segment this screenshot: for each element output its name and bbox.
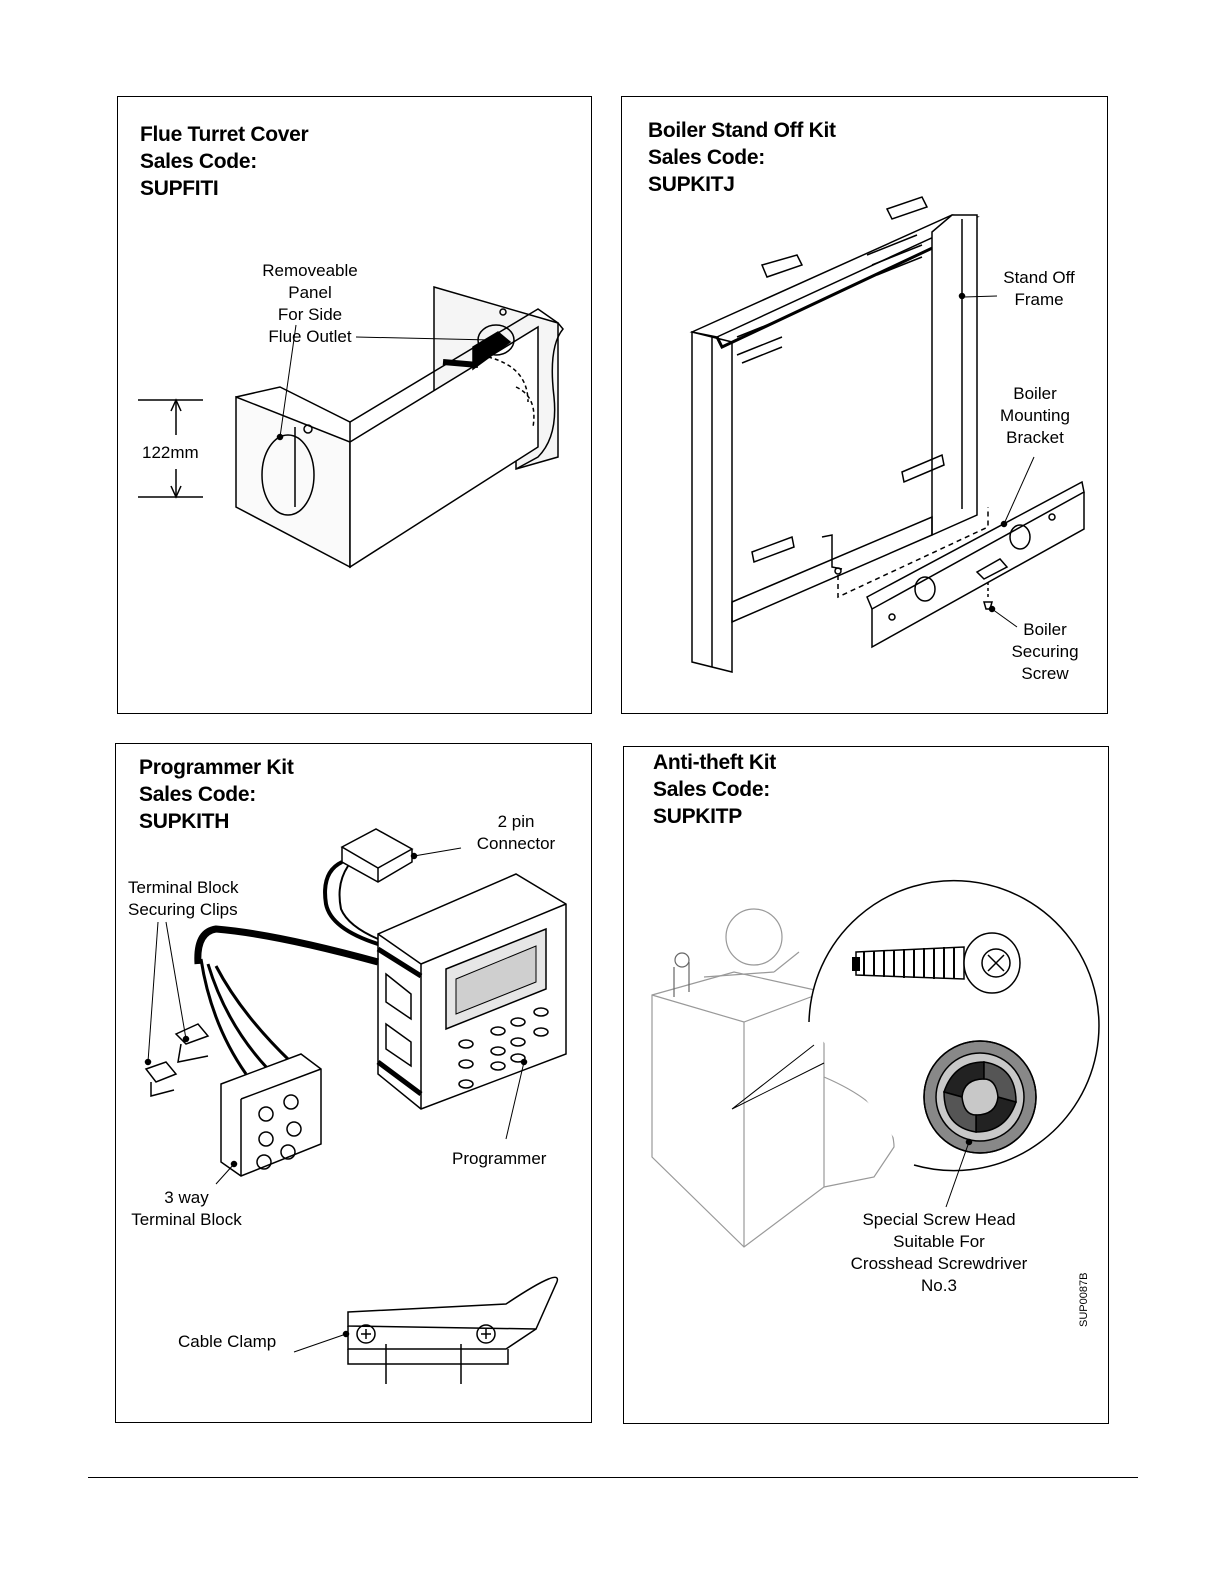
label-line: Suitable For — [893, 1232, 985, 1251]
programmer-illustration — [144, 828, 567, 1384]
removeable-panel-label: Removeable Panel For Side Flue Outlet — [250, 260, 370, 348]
label-line: Removeable — [262, 261, 358, 280]
title-line: Programmer Kit — [139, 756, 294, 779]
label-line: Flue Outlet — [268, 327, 352, 346]
footer-rule — [88, 1477, 1138, 1478]
stand-off-frame-label: Stand Off Frame — [999, 267, 1079, 311]
label-line: Stand Off — [1003, 268, 1075, 287]
title-line: SUPKITH — [139, 810, 230, 833]
special-screw-head-label: Special Screw Head Suitable For Crosshea… — [824, 1209, 1054, 1297]
programmer-title: Programmer Kit Sales Code: SUPKITH — [139, 754, 294, 835]
label-line: Panel — [288, 283, 332, 302]
title-line: SUPKITJ — [648, 173, 735, 196]
stand-off-illustration — [689, 196, 1085, 673]
title-line: Flue Turret Cover — [140, 123, 309, 146]
title-line: Sales Code: — [140, 150, 257, 173]
stand-off-kit-panel: Boiler Stand Off Kit Sales Code: SUPKITJ — [621, 96, 1108, 714]
label-line: Terminal Block — [128, 878, 239, 897]
label-line: 2 pin — [497, 812, 535, 831]
label-line: Frame — [1014, 290, 1064, 309]
figure-code: SUP0087B — [1078, 1272, 1090, 1327]
title-line: Sales Code: — [139, 783, 256, 806]
label-line: 3 way — [164, 1188, 209, 1207]
label-line: Securing — [1011, 642, 1079, 661]
mounting-bracket-label: Boiler Mounting Bracket — [995, 383, 1075, 449]
title-line: SUPFITI — [140, 177, 219, 200]
programmer-label: Programmer — [452, 1149, 547, 1168]
title-line: Sales Code: — [648, 146, 765, 169]
securing-screw-label: Boiler Securing Screw — [1005, 619, 1085, 685]
anti-theft-kit-panel: Anti-theft Kit Sales Code: SUPKITP — [623, 746, 1109, 1424]
flue-turret-title: Flue Turret Cover Sales Code: SUPFITI — [140, 121, 309, 202]
anti-theft-title: Anti-theft Kit Sales Code: SUPKITP — [653, 749, 776, 830]
connector-label: 2 pin Connector — [456, 811, 576, 855]
title-line: Boiler Stand Off Kit — [648, 119, 836, 142]
label-line: For Side — [277, 305, 343, 324]
label-line: No.3 — [921, 1276, 957, 1295]
label-line: Securing Clips — [128, 900, 238, 919]
label-line: Terminal Block — [131, 1210, 242, 1229]
label-line: Boiler — [1023, 620, 1067, 639]
label-line: Connector — [476, 834, 556, 853]
flue-turret-panel: Flue Turret Cover Sales Code: SUPFITI — [117, 96, 592, 714]
label-line: Special Screw Head — [862, 1210, 1016, 1229]
title-line: Anti-theft Kit — [653, 751, 776, 774]
label-line: Screw — [1021, 664, 1069, 683]
title-line: Sales Code: — [653, 778, 770, 801]
label-line: Mounting — [1000, 406, 1070, 425]
stand-off-title: Boiler Stand Off Kit Sales Code: SUPKITJ — [648, 117, 836, 198]
label-line: Boiler — [1013, 384, 1057, 403]
cable-clamp-label: Cable Clamp — [178, 1332, 277, 1351]
terminal-block-label: 3 way Terminal Block — [124, 1187, 249, 1231]
anti-theft-illustration — [651, 879, 1100, 1248]
securing-clips-label: Terminal Block Securing Clips — [128, 877, 239, 921]
label-line: Crosshead Screwdriver — [850, 1254, 1028, 1273]
label-line: Bracket — [1006, 428, 1064, 447]
programmer-kit-panel: Programmer Kit Sales Code: SUPKITH — [115, 743, 592, 1423]
flue-turret-illustration — [138, 286, 564, 569]
dimension-label: 122mm — [142, 443, 199, 462]
title-line: SUPKITP — [653, 805, 742, 828]
